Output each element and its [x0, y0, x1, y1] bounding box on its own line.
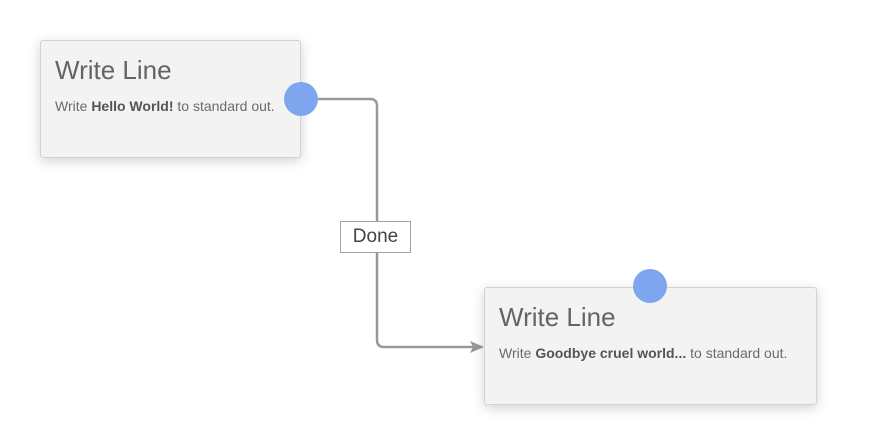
outcome-label-done[interactable]: Done	[340, 221, 411, 253]
description-prefix: Write	[55, 98, 92, 114]
activity-description: Write Goodbye cruel world... to standard…	[499, 344, 802, 362]
description-message: Goodbye cruel world...	[535, 345, 687, 361]
activity-node-write-line-hello[interactable]: Write Line Write Hello World! to standar…	[40, 40, 301, 158]
output-port[interactable]	[284, 82, 318, 116]
input-port[interactable]	[633, 269, 667, 303]
description-suffix: to standard out.	[173, 98, 275, 114]
activity-title: Write Line	[499, 302, 616, 332]
description-suffix: to standard out.	[686, 345, 788, 361]
activity-node-write-line-goodbye[interactable]: Write Line Write Goodbye cruel world... …	[484, 287, 817, 405]
activity-title: Write Line	[55, 55, 172, 85]
description-message: Hello World!	[91, 98, 174, 114]
activity-description: Write Hello World! to standard out.	[55, 97, 286, 115]
description-prefix: Write	[499, 345, 536, 361]
